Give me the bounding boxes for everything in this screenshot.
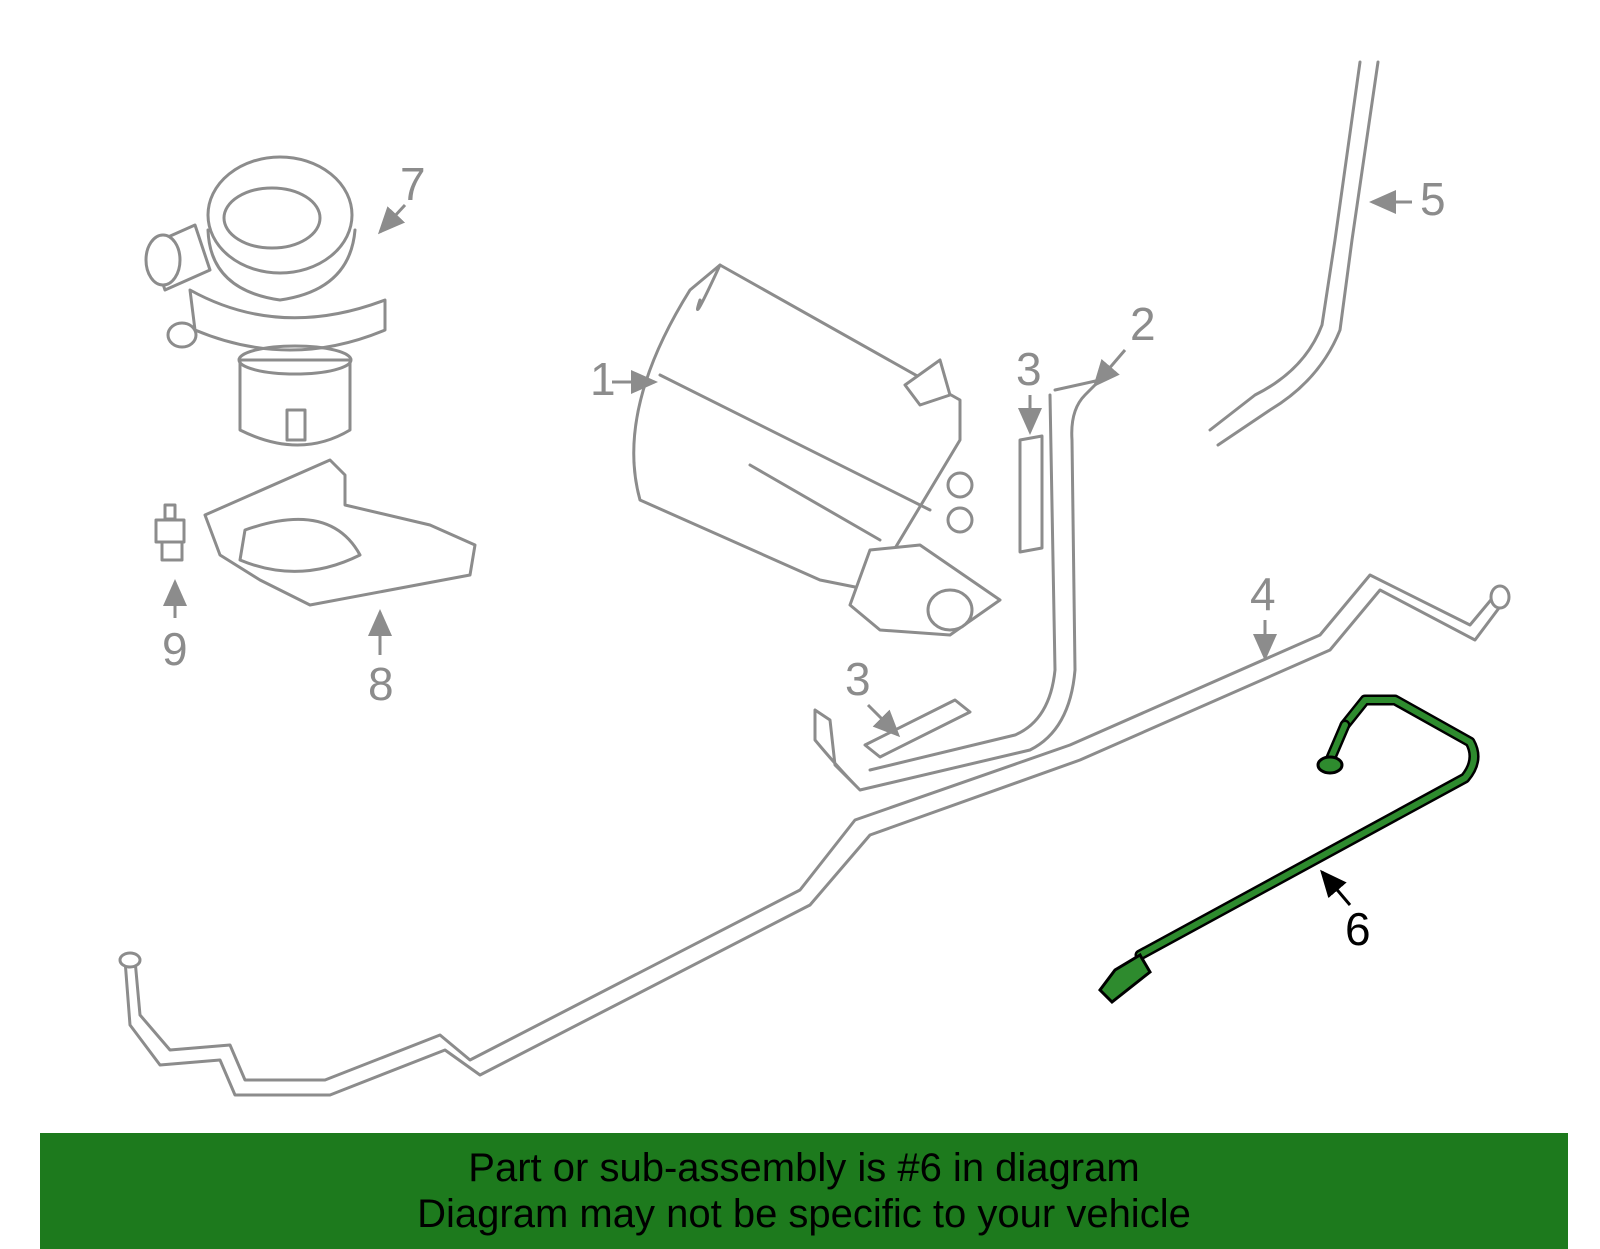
svg-text:8: 8 — [368, 658, 394, 710]
callout-4: 4 — [1250, 568, 1277, 661]
svg-text:9: 9 — [162, 623, 188, 675]
part-3-pad-upper — [1018, 434, 1044, 554]
banner-line-2: Diagram may not be specific to your vehi… — [417, 1192, 1191, 1236]
part-3-pad-lower — [863, 698, 972, 759]
svg-text:3: 3 — [845, 653, 871, 705]
svg-text:5: 5 — [1420, 173, 1446, 225]
svg-text:1: 1 — [590, 353, 616, 405]
callout-8: 8 — [368, 609, 394, 710]
part-5-rod — [1208, 60, 1380, 447]
part-9-grommet — [154, 503, 186, 562]
callout-2: 2 — [1093, 298, 1156, 388]
svg-text:7: 7 — [400, 158, 426, 210]
svg-text:6: 6 — [1345, 903, 1371, 955]
part-8-bracket — [203, 458, 477, 607]
callout-1: 1 — [590, 353, 658, 405]
banner-line-1: Part or sub-assembly is #6 in diagram — [468, 1146, 1140, 1190]
part-2-strap-bracket — [813, 378, 1102, 792]
part-1-canister — [632, 263, 1002, 637]
part-6-sensor-highlighted — [1098, 694, 1480, 1005]
svg-text:3: 3 — [1016, 343, 1042, 395]
svg-text:2: 2 — [1130, 298, 1156, 350]
callout-3-upper: 3 — [1016, 343, 1042, 435]
svg-text:4: 4 — [1250, 568, 1276, 620]
callout-5: 5 — [1369, 173, 1446, 225]
callout-9: 9 — [162, 579, 188, 675]
info-banner: Part or sub-assembly is #6 in diagram Di… — [40, 1133, 1568, 1249]
callout-3-lower: 3 — [845, 653, 901, 738]
part-4-line — [118, 573, 1511, 1097]
callout-6: 6 — [1320, 869, 1371, 955]
part-7-air-pump — [144, 155, 387, 447]
callout-7: 7 — [377, 158, 426, 235]
